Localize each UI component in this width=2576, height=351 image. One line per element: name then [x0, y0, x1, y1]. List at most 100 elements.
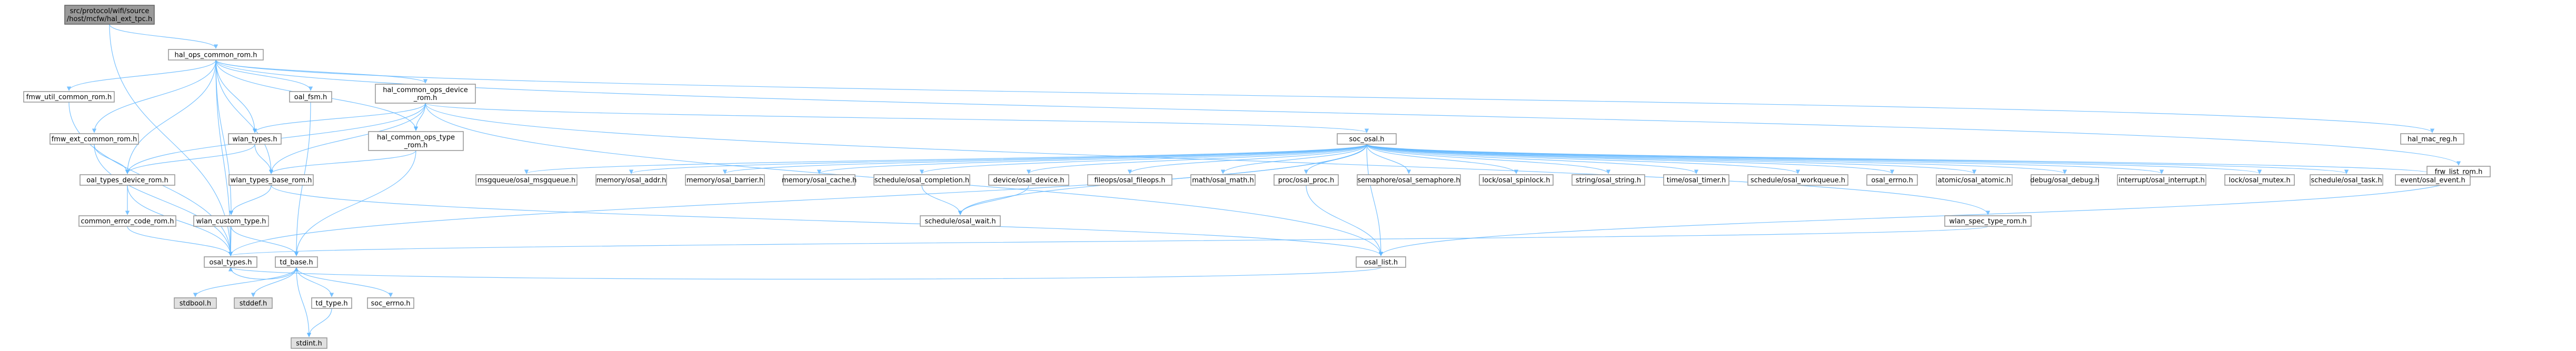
- node-label: wlan_spec_type_rom.h: [1949, 218, 2026, 226]
- node-label: memory/osal_barrier.h: [687, 177, 763, 185]
- node-memory-osal-addr-h[interactable]: memory/osal_addr.h: [595, 174, 667, 186]
- edge-hal_dev-to-wlan_types: [252, 103, 426, 133]
- node-proc-osal-proc-h[interactable]: proc/osal_proc.h: [1274, 174, 1339, 186]
- node-box: [2224, 174, 2295, 186]
- node-interrupt-osal-interrupt-h[interactable]: interrupt/osal_interrupt.h: [2117, 174, 2206, 186]
- node-oal-fsm-h[interactable]: oal_fsm.h: [289, 91, 332, 103]
- node-label: atomic/osal_atomic.h: [1938, 177, 2011, 185]
- node-wlan-types-base-rom-h[interactable]: wlan_types_base_rom.h: [228, 174, 314, 186]
- node-label: semaphore/osal_semaphore.h: [1357, 177, 1460, 185]
- node-fmw-util-common-rom-h[interactable]: fmw_util_common_rom.h: [23, 91, 115, 103]
- node-label: td_base.h: [280, 259, 313, 267]
- node-label: hal_common_ops_type: [377, 134, 455, 142]
- node-label: oal_types_device_rom.h: [86, 177, 168, 185]
- node-box: [2395, 174, 2471, 186]
- edge-osal-to-o_math: [1220, 144, 1367, 174]
- node-event-osal-event-h[interactable]: event/osal_event.h: [2395, 174, 2471, 186]
- node-td-base-h[interactable]: td_base.h: [275, 256, 318, 268]
- node-label: lock/osal_spinlock.h: [1483, 177, 1550, 185]
- node-memory-osal-barrier-h[interactable]: memory/osal_barrier.h: [685, 174, 765, 186]
- node-osal-types-h[interactable]: osal_types.h: [204, 256, 257, 268]
- node-label: schedule/osal_completion.h: [874, 177, 969, 185]
- node-osal-errno-h[interactable]: osal_errno.h: [1866, 174, 1918, 186]
- node-device-osal-device-h[interactable]: device/osal_device.h: [988, 174, 1069, 186]
- node-label: stdint.h: [296, 340, 322, 348]
- node-stdint-h: stdint.h: [291, 337, 327, 349]
- node-hal-common-ops-device-rom-h[interactable]: hal_common_ops_device_rom.h: [375, 84, 476, 104]
- node-label: stdbool.h: [180, 300, 211, 308]
- node-soc-osal-h[interactable]: soc_osal.h: [1337, 133, 1397, 145]
- node-td-type-h[interactable]: td_type.h: [311, 297, 352, 309]
- node-label: wlan_types_base_rom.h: [231, 177, 312, 185]
- node-time-osal-timer-h[interactable]: time/osal_timer.h: [1663, 174, 1729, 186]
- edge-td_type-to-stdint: [306, 308, 332, 337]
- edge-hal_dev-to-wlan_spec: [425, 103, 1990, 215]
- node-label: wlan_types.h: [232, 136, 277, 144]
- node-common-error-code-rom-h[interactable]: common_error_code_rom.h: [78, 215, 176, 227]
- edge-hal_ops-to-oal_dev: [125, 59, 216, 174]
- node-string-osal-string-h[interactable]: string/osal_string.h: [1572, 174, 1645, 186]
- node-label: fmw_ext_common_rom.h: [52, 136, 137, 144]
- node-box: [988, 174, 1069, 186]
- node-fileops-osal-fileops-h[interactable]: fileops/osal_fileops.h: [1087, 174, 1172, 186]
- node-label: soc_errno.h: [371, 300, 411, 308]
- node-lock-osal-spinlock-h[interactable]: lock/osal_spinlock.h: [1479, 174, 1554, 186]
- node-label: schedule/osal_workqueue.h: [1751, 177, 1845, 185]
- node-oal-types-device-rom-h[interactable]: oal_types_device_rom.h: [79, 174, 175, 186]
- node-hal-mac-reg-h[interactable]: hal_mac_reg.h: [2400, 133, 2464, 145]
- node-label: interrupt/osal_interrupt.h: [2119, 177, 2205, 185]
- node-label: memory/osal_addr.h: [596, 177, 667, 185]
- node-box: [174, 297, 217, 309]
- edge-osal-to-o_device: [1026, 144, 1367, 174]
- edge-osal-to-o_spin: [1366, 144, 1519, 174]
- edge-common_err-to-osal_types: [127, 226, 233, 256]
- node-box: [595, 174, 667, 186]
- node-hal-common-ops-type-rom-h[interactable]: hal_common_ops_type_rom.h: [368, 131, 464, 151]
- node-box: [49, 133, 139, 145]
- node-wlan-spec-type-rom-h[interactable]: wlan_spec_type_rom.h: [1944, 215, 2032, 227]
- node-label: time/osal_timer.h: [1667, 177, 1726, 185]
- edge-fmw_list-to-osal_list: [1379, 176, 2459, 256]
- node-schedule-osal-wait-h[interactable]: schedule/osal_wait.h: [920, 215, 1001, 227]
- node-semaphore-osal-semaphore-h[interactable]: semaphore/osal_semaphore.h: [1357, 174, 1461, 186]
- node-box: [1866, 174, 1918, 186]
- node-schedule-osal-completion-h[interactable]: schedule/osal_completion.h: [873, 174, 970, 186]
- node-src-protocol-wifi-source-host-mcfw-hal-ext-tpc-h[interactable]: src/protocol/wifi/source/host/mcfw/hal_e…: [64, 5, 155, 25]
- node-wlan-custom-type-h[interactable]: wlan_custom_type.h: [193, 215, 269, 227]
- node-soc-errno-h[interactable]: soc_errno.h: [367, 297, 414, 309]
- node-debug-osal-debug-h[interactable]: debug/osal_debug.h: [2030, 174, 2100, 186]
- edge-hal_ops-to-wlan_base: [215, 59, 274, 174]
- node-atomic-osal-atomic-h[interactable]: atomic/osal_atomic.h: [1936, 174, 2013, 186]
- node-box: [78, 215, 176, 227]
- node-box: [311, 297, 352, 309]
- edge-fmw_ext-to-osal_types: [94, 144, 233, 256]
- edge-osal-to-o_atomic: [1366, 144, 1976, 174]
- edge-osal-to-o_workq: [1366, 144, 1800, 174]
- node-label: math/osal_math.h: [1192, 177, 1254, 185]
- node-wlan-types-h[interactable]: wlan_types.h: [228, 133, 282, 145]
- node-hal-ops-common-rom-h[interactable]: hal_ops_common_rom.h: [168, 49, 264, 61]
- node-schedule-osal-task-h[interactable]: schedule/osal_task.h: [2310, 174, 2383, 186]
- node-box: [193, 215, 269, 227]
- edge-td_base-to-stdbool: [193, 267, 297, 297]
- node-osal-list-h[interactable]: osal_list.h: [1356, 256, 1406, 268]
- node-box: [291, 337, 327, 349]
- node-stddef-h: stddef.h: [234, 297, 273, 309]
- node-box: [367, 297, 414, 309]
- edge-osal-to-o_sem: [1366, 144, 1411, 174]
- node-label: oal_fsm.h: [294, 94, 327, 102]
- node-box: [79, 174, 175, 186]
- node-msgqueue-osal-msgqueue-h[interactable]: msgqueue/osal_msgqueue.h: [475, 174, 578, 186]
- node-box: [2310, 174, 2383, 186]
- node-label: soc_osal.h: [1349, 136, 1384, 144]
- node-memory-osal-cache-h[interactable]: memory/osal_cache.h: [782, 174, 857, 186]
- node-lock-osal-mutex-h[interactable]: lock/osal_mutex.h: [2224, 174, 2295, 186]
- node-math-osal-math-h[interactable]: math/osal_math.h: [1190, 174, 1256, 186]
- node-fmw-ext-common-rom-h[interactable]: fmw_ext_common_rom.h: [49, 133, 139, 145]
- node-box: [2400, 133, 2464, 145]
- edge-hal_ops-to-hal_mac: [215, 59, 2434, 133]
- node-schedule-osal-workqueue-h[interactable]: schedule/osal_workqueue.h: [1747, 174, 1848, 186]
- node-label: src/protocol/wifi/source: [70, 7, 150, 15]
- edge-wlan_types-to-wlan_base: [254, 144, 274, 174]
